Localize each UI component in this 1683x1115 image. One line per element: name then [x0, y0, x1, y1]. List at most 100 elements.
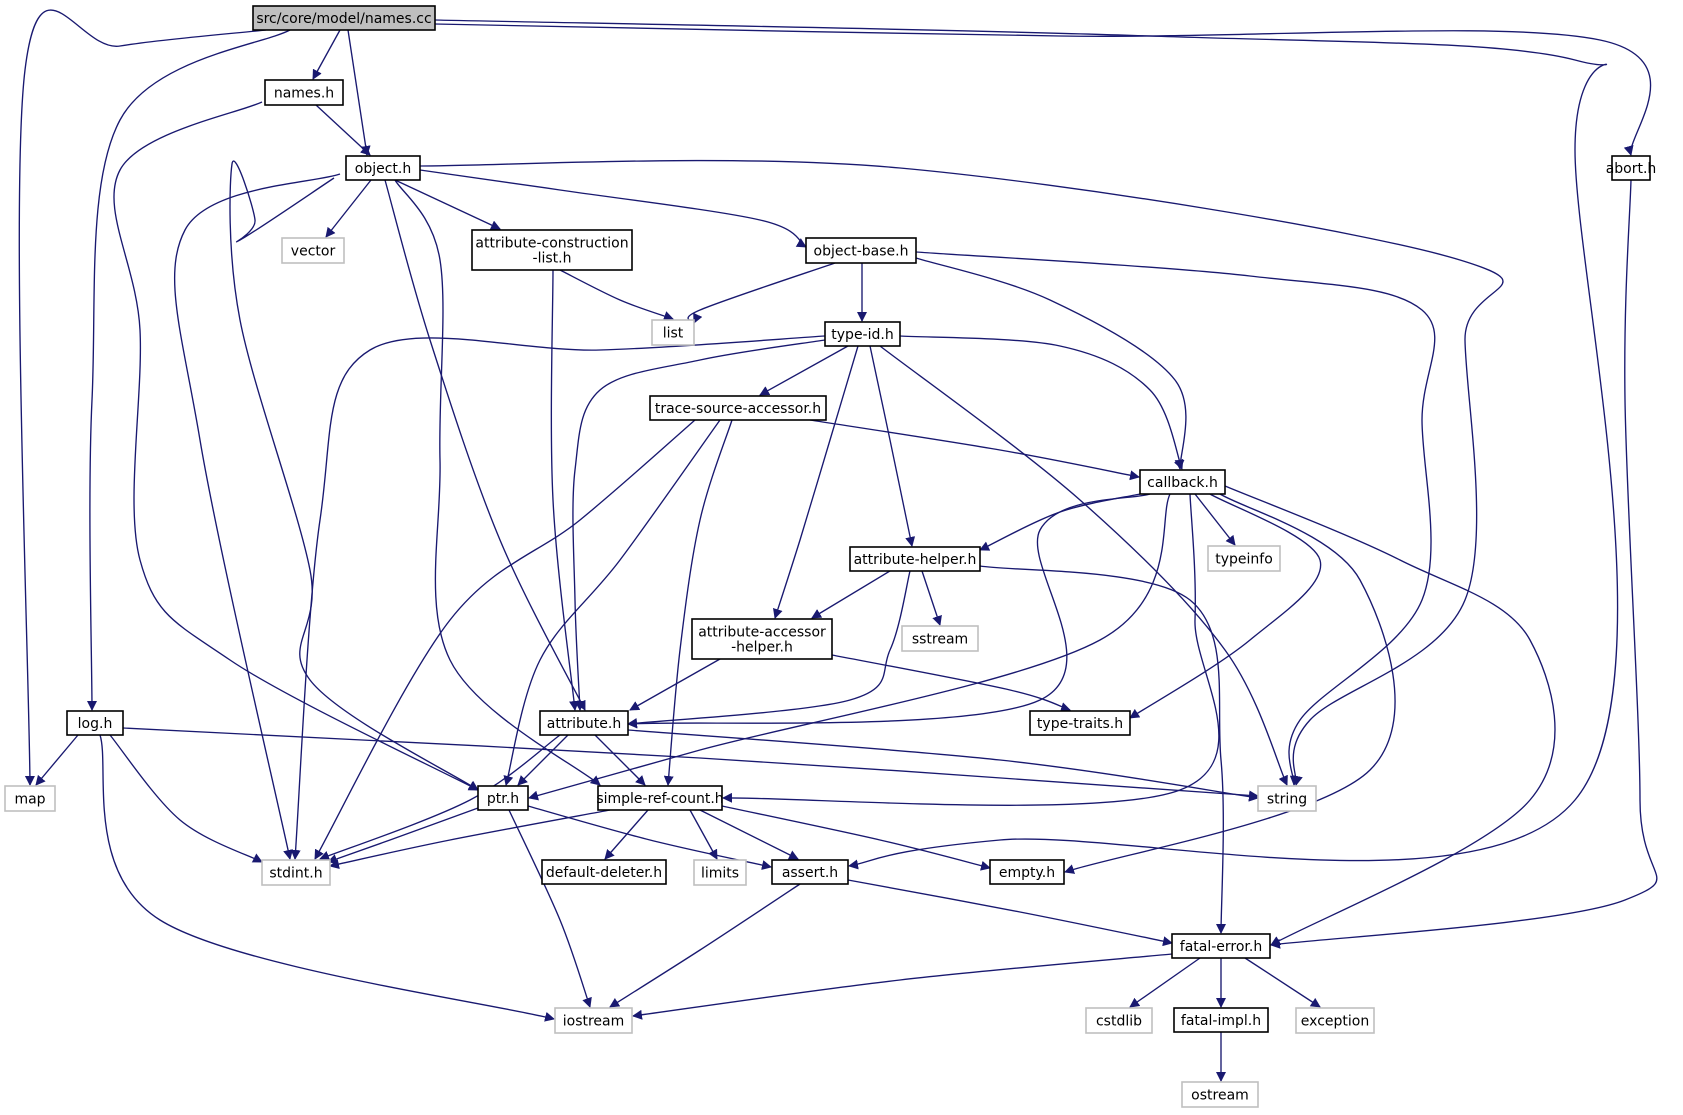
node-label: fatal-error.h [1180, 939, 1262, 955]
edge-trace-src-to-simple-ref [663, 419, 733, 786]
node-box [849, 546, 981, 572]
edge-object-h-to-attr-constr [394, 179, 501, 230]
edge-names-cc-to-object-h [347, 29, 371, 156]
edge-object-h-to-object-base-h [419, 169, 807, 248]
node-attr-helper[interactable]: attribute-helper.h [849, 546, 981, 572]
node-box [252, 5, 436, 31]
edge-callback-h-to-type-traits [1129, 493, 1322, 719]
node-log-h[interactable]: log.h [66, 710, 124, 736]
node-attr-acc[interactable]: attribute-accessor-helper.h [691, 618, 833, 660]
node-label: type-traits.h [1037, 716, 1123, 732]
node-box [1173, 1007, 1269, 1033]
edge-type-id-h-to-stdint [290, 335, 826, 860]
edge-trace-src-to-ptr-h [503, 419, 721, 786]
node-label: fatal-impl.h [1181, 1013, 1261, 1029]
edge-object-h-to-ptr-h [229, 160, 479, 791]
edge-fatal-err-to-iostream [632, 953, 1173, 1020]
node-assert-h[interactable]: assert.h [771, 859, 849, 885]
node-names-cc[interactable]: src/core/model/names.cc [252, 5, 436, 31]
node-limits: limits [693, 859, 747, 886]
node-simple-ref[interactable]: simple-ref-count.h [596, 785, 724, 811]
edge-ptr-h-to-iostream [508, 809, 592, 1008]
node-box [597, 785, 723, 811]
node-label: sstream [912, 632, 968, 648]
node-box [651, 319, 695, 346]
edge-names-cc-to-map [18, 9, 267, 786]
edge-attr-constr-to-attribute-h [550, 269, 580, 711]
node-box [1611, 155, 1651, 181]
edge-log-h-to-string [122, 727, 1259, 801]
edge-names-cc-to-log-h [86, 29, 291, 711]
node-string: string [1257, 785, 1317, 812]
node-label: string [1267, 792, 1307, 808]
edge-callback-h-to-attr-helper [979, 493, 1141, 551]
edge-type-id-h-to-attr-acc [773, 345, 859, 619]
edge-fatal-err-to-cstdlib [1129, 957, 1201, 1008]
node-attr-constr[interactable]: attribute-construction-list.h [471, 229, 633, 271]
edge-type-id-h-to-trace-src [759, 345, 849, 396]
node-label: trace-source-accessor.h [655, 401, 821, 417]
node-label: ptr.h [487, 791, 519, 807]
node-label: stdint.h [269, 866, 322, 882]
node-callback-h[interactable]: callback.h [1139, 469, 1226, 495]
node-label: list [663, 326, 684, 342]
node-names-h[interactable]: names.h [264, 79, 344, 106]
edge-callback-h-to-ptr-h [528, 493, 1171, 801]
edge-attribute-h-to-stdint [319, 734, 561, 861]
node-abort-h[interactable]: abort.h [1606, 155, 1657, 181]
node-object-base-h[interactable]: object-base.h [805, 237, 917, 264]
edge-simple-ref-to-stdint [329, 809, 611, 869]
node-label: default-deleter.h [546, 865, 662, 881]
node-box [539, 710, 629, 736]
node-box [649, 395, 827, 421]
node-type-traits[interactable]: type-traits.h [1029, 710, 1131, 736]
node-exception: exception [1295, 1007, 1375, 1034]
edge-assert-h-to-fatal-err [847, 879, 1173, 947]
edge-attribute-h-to-ptr-h [517, 734, 569, 786]
edge-object-base-h-to-string [915, 251, 1436, 786]
edge-names-cc-to-assert-h [434, 19, 1619, 870]
node-label: typeinfo [1215, 552, 1273, 568]
edge-attr-helper-to-attribute-h [627, 570, 911, 729]
node-fatal-err[interactable]: fatal-error.h [1171, 933, 1271, 959]
node-box [901, 625, 979, 652]
node-label: object.h [355, 161, 411, 177]
edge-simple-ref-to-default-del [604, 809, 649, 860]
edge-log-h-to-stdint [109, 734, 263, 863]
node-label: names.h [274, 86, 334, 102]
edge-names-cc-to-abort-h [434, 23, 1652, 156]
node-label: type-id.h [831, 327, 893, 343]
edge-object-base-h-to-callback-h [915, 257, 1187, 470]
node-label: limits [701, 866, 739, 882]
node-box [477, 785, 529, 811]
edge-object-h-to-attribute-h [384, 179, 586, 711]
node-typeinfo: typeinfo [1207, 545, 1281, 572]
edge-attribute-h-to-string [627, 729, 1259, 802]
edge-callback-h-to-attribute-h [627, 493, 1151, 729]
node-ptr-h[interactable]: ptr.h [477, 785, 529, 811]
edge-attribute-h-to-simple-ref [594, 734, 646, 786]
node-label: empty.h [999, 865, 1055, 881]
node-attribute-h[interactable]: attribute.h [539, 710, 629, 736]
edge-log-h-to-map [35, 734, 79, 786]
edge-object-h-to-vector [325, 179, 372, 238]
nodes-layer: src/core/model/names.cc names.h object.h ab… [4, 5, 1657, 1108]
node-box [66, 710, 124, 736]
node-box [281, 237, 345, 264]
node-empty-h[interactable]: empty.h [989, 859, 1065, 885]
node-fatal-impl[interactable]: fatal-impl.h [1173, 1007, 1269, 1033]
node-ostream: ostream [1181, 1081, 1259, 1108]
node-default-del[interactable]: default-deleter.h [541, 859, 667, 885]
node-stdint: stdint.h [261, 859, 331, 886]
edge-object-base-h-to-list [687, 262, 836, 324]
node-box [771, 859, 849, 885]
node-label: object-base.h [814, 244, 909, 260]
node-trace-src[interactable]: trace-source-accessor.h [649, 395, 827, 421]
edge-simple-ref-to-empty-h [721, 805, 991, 871]
node-object-h[interactable]: object.h [345, 155, 421, 181]
edge-ptr-h-to-assert-h [527, 805, 772, 870]
node-type-id-h[interactable]: type-id.h [824, 321, 901, 347]
edge-trace-src-to-stdint [314, 419, 696, 860]
node-label: attribute.h [547, 716, 621, 732]
edge-callback-h-to-empty-h [1064, 493, 1396, 874]
